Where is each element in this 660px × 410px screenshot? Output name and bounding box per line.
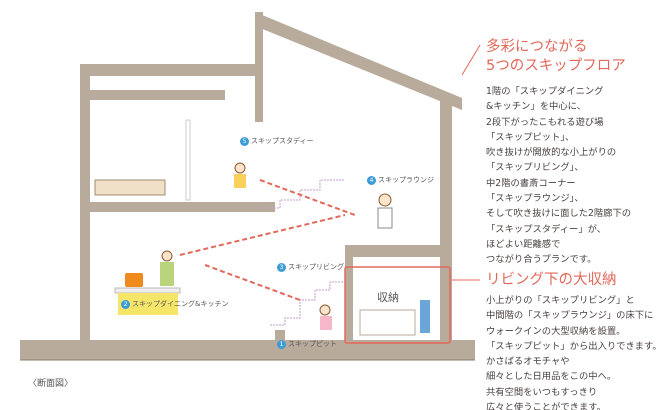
storage-wall: [345, 257, 353, 342]
label-text: スキップスタディー: [251, 137, 314, 145]
child-pit-body: [320, 316, 332, 330]
left-wall: [80, 64, 90, 344]
inner-wall: [255, 12, 263, 122]
counter-top: [114, 287, 181, 294]
right-wall: [440, 100, 452, 345]
badge: 3: [277, 262, 286, 272]
body-storage: 小上がりの「スキップリビング」と 中間階の「スキップラウンジ」の床下に ウォーク…: [486, 295, 660, 410]
callout-line-1: [461, 44, 481, 76]
suitcase: [420, 300, 430, 333]
door: [185, 119, 191, 201]
upper-stair-outline: [265, 179, 345, 209]
badge: 4: [367, 175, 376, 185]
storage-shelf: [359, 309, 416, 336]
ceiling-slab: [90, 90, 225, 100]
mother-body: [160, 262, 174, 286]
connection-arrows: [179, 179, 356, 301]
label-text: スキップリビング: [288, 263, 344, 271]
storage-highlight: [344, 266, 451, 344]
lounge-floor: [345, 245, 440, 257]
second-floor-slab: [90, 202, 275, 212]
child-study-body: [234, 174, 246, 188]
heading-storage: リビング下の大収納: [486, 272, 617, 288]
stair-outline: [270, 281, 345, 326]
father-body: [377, 207, 393, 229]
child-study: [234, 162, 246, 174]
child-pit: [319, 304, 331, 316]
heading-skip-floors: 多彩につながる 5つのスキップフロア: [486, 39, 626, 74]
badge: 5: [240, 136, 249, 146]
mother: [161, 250, 173, 262]
storage-label: 収納: [377, 291, 399, 304]
flat-roof: [80, 64, 260, 76]
label-text: スキップダイニング&キッチン: [132, 300, 229, 308]
sloped-roof: [255, 12, 462, 110]
pit-step: [275, 330, 285, 340]
label-text: スキップラウンジ: [378, 176, 434, 184]
caption: 〈断面図〉: [28, 379, 74, 389]
bed: [94, 179, 166, 196]
pot: [125, 273, 143, 287]
body-skip-floors: 1階の「スキップダイニング &キッチン」を中心に、 2段下がったこもれる遊び場 …: [486, 86, 632, 266]
badge: 2: [121, 299, 130, 309]
badge: 1: [277, 339, 286, 349]
label-text: スキップピット: [288, 340, 337, 348]
kitchen-counter: [118, 293, 178, 315]
ground-slab: [20, 340, 475, 360]
father: [378, 193, 392, 207]
